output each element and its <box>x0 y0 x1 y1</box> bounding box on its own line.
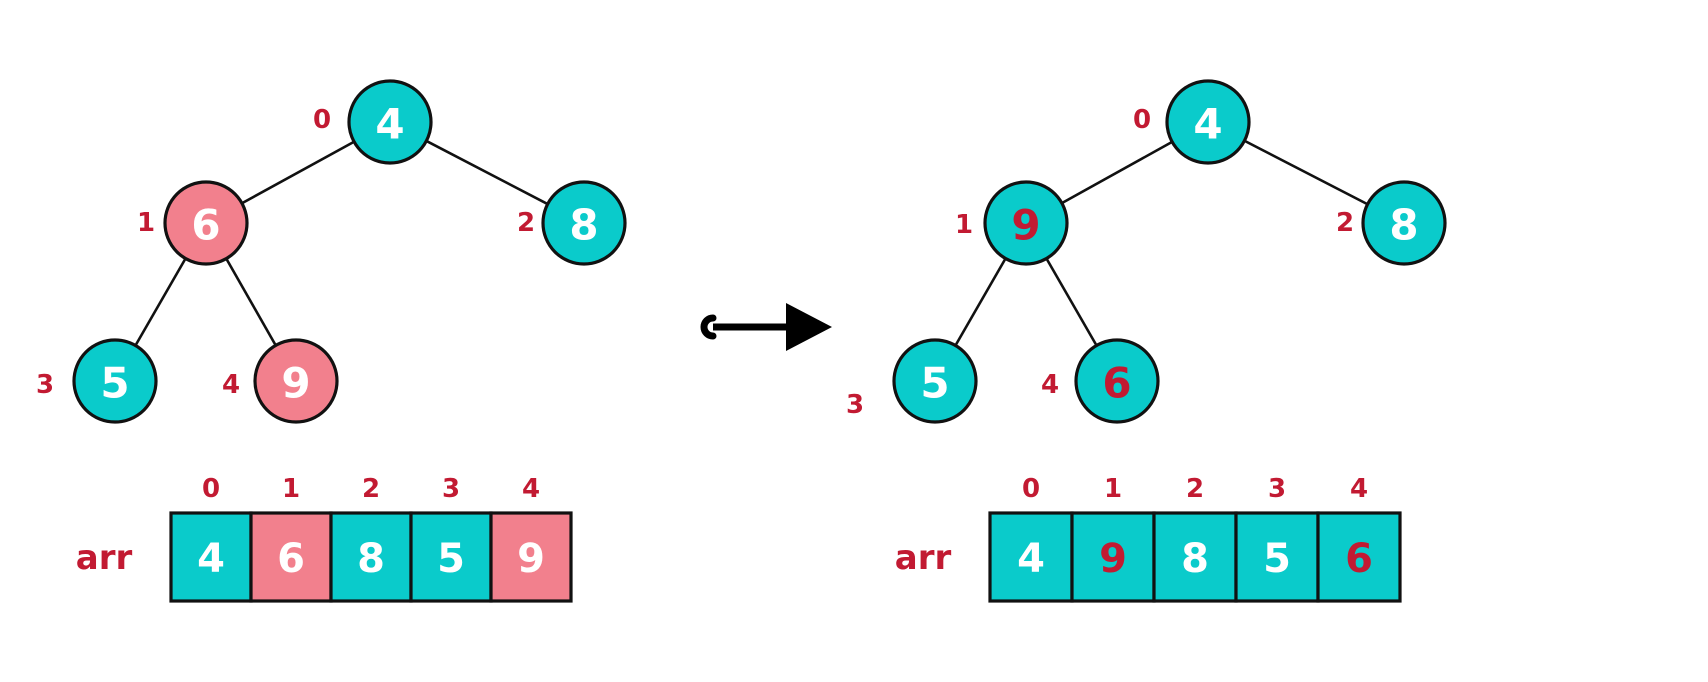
array-cell[interactable] <box>1316 511 1402 603</box>
tree-node-circle <box>163 180 249 266</box>
tree-node-circle <box>1361 180 1447 266</box>
array-index-label: 1 <box>282 474 300 504</box>
array-cell[interactable] <box>409 511 493 603</box>
array-name-label: arr <box>895 538 952 578</box>
tree-node[interactable]: 91 <box>955 180 1069 266</box>
array-cell-value: 8 <box>1181 536 1209 582</box>
tree-node-value: 5 <box>920 359 949 408</box>
array-index-label: 4 <box>522 474 540 504</box>
array-index-label: 4 <box>1350 474 1368 504</box>
tree-node[interactable]: 53 <box>846 338 978 424</box>
array-cell-value: 4 <box>197 536 225 582</box>
tree-edge <box>954 257 1007 347</box>
tree-node-value: 4 <box>1193 100 1222 149</box>
array-name-label: arr <box>76 538 133 578</box>
tree-node[interactable]: 82 <box>517 180 627 266</box>
array-cell-value: 9 <box>1099 536 1127 582</box>
tree-node[interactable]: 61 <box>137 180 249 266</box>
arrow-tail-cap <box>700 314 717 340</box>
tree-node-value: 5 <box>100 359 129 408</box>
array-index-label: 0 <box>202 474 220 504</box>
tree-node[interactable]: 82 <box>1336 180 1447 266</box>
array-cell-value: 6 <box>1345 536 1373 582</box>
tree-node-index: 4 <box>1041 370 1059 400</box>
tree-node-circle <box>983 180 1069 266</box>
array-index-label: 2 <box>362 474 380 504</box>
tree-node-index: 3 <box>36 370 54 400</box>
tree-node-circle <box>347 79 433 165</box>
tree-node-value: 9 <box>281 359 310 408</box>
tree-edge <box>425 139 549 206</box>
array-index-label: 3 <box>1268 474 1286 504</box>
tree-node-index: 3 <box>846 390 864 420</box>
array-index-label: 3 <box>442 474 460 504</box>
tree-node-circle <box>1165 79 1251 165</box>
tree-node[interactable]: 94 <box>222 338 339 424</box>
array-cell-value: 8 <box>357 536 385 582</box>
tree-node-circle <box>1074 338 1160 424</box>
transition-arrow <box>700 303 832 351</box>
tree-node-value: 6 <box>191 201 220 250</box>
array-cell[interactable] <box>489 511 573 603</box>
tree-node-circle <box>541 180 627 266</box>
tree-node-index: 1 <box>955 210 973 240</box>
tree-node[interactable]: 64 <box>1041 338 1160 424</box>
tree-node-circle <box>72 338 158 424</box>
tree-edges-layer <box>134 139 1369 347</box>
array-cell[interactable] <box>1070 511 1156 603</box>
array-before: arr 4 0 6 1 8 2 5 3 9 4 <box>76 474 573 603</box>
arrow-head-icon <box>786 303 832 351</box>
array-index-label: 2 <box>1186 474 1204 504</box>
tree-node-value: 8 <box>569 201 598 250</box>
tree-edge <box>1045 257 1098 347</box>
tree-node[interactable]: 40 <box>1133 79 1251 165</box>
tree-node-value: 9 <box>1011 201 1040 250</box>
array-index-label: 1 <box>1104 474 1122 504</box>
array-cell-value: 4 <box>1017 536 1045 582</box>
tree-node-index: 0 <box>313 105 331 135</box>
array-cell-value: 9 <box>517 536 545 582</box>
tree-node-circle <box>892 338 978 424</box>
tree-node-value: 6 <box>1102 359 1131 408</box>
tree-edge <box>1243 139 1369 206</box>
tree-node-value: 4 <box>375 100 404 149</box>
tree-node-index: 0 <box>1133 105 1151 135</box>
tree-edge <box>134 257 187 347</box>
array-cell-value: 5 <box>437 536 465 582</box>
tree-node[interactable]: 53 <box>36 338 158 424</box>
array-index-label: 0 <box>1022 474 1040 504</box>
tree-edge <box>225 257 277 347</box>
tree-node[interactable]: 40 <box>313 79 433 165</box>
array-cell-value: 6 <box>277 536 305 582</box>
tree-node-index: 1 <box>137 208 155 238</box>
tree-edge <box>1061 140 1173 205</box>
tree-node-index: 2 <box>517 208 535 238</box>
tree-node-index: 4 <box>222 370 240 400</box>
tree-node-index: 2 <box>1336 208 1354 238</box>
tree-node-circle <box>253 338 339 424</box>
array-cell[interactable] <box>988 511 1074 603</box>
tree-edge <box>241 140 355 205</box>
array-cell-value: 5 <box>1263 536 1291 582</box>
tree-node-value: 8 <box>1389 201 1418 250</box>
